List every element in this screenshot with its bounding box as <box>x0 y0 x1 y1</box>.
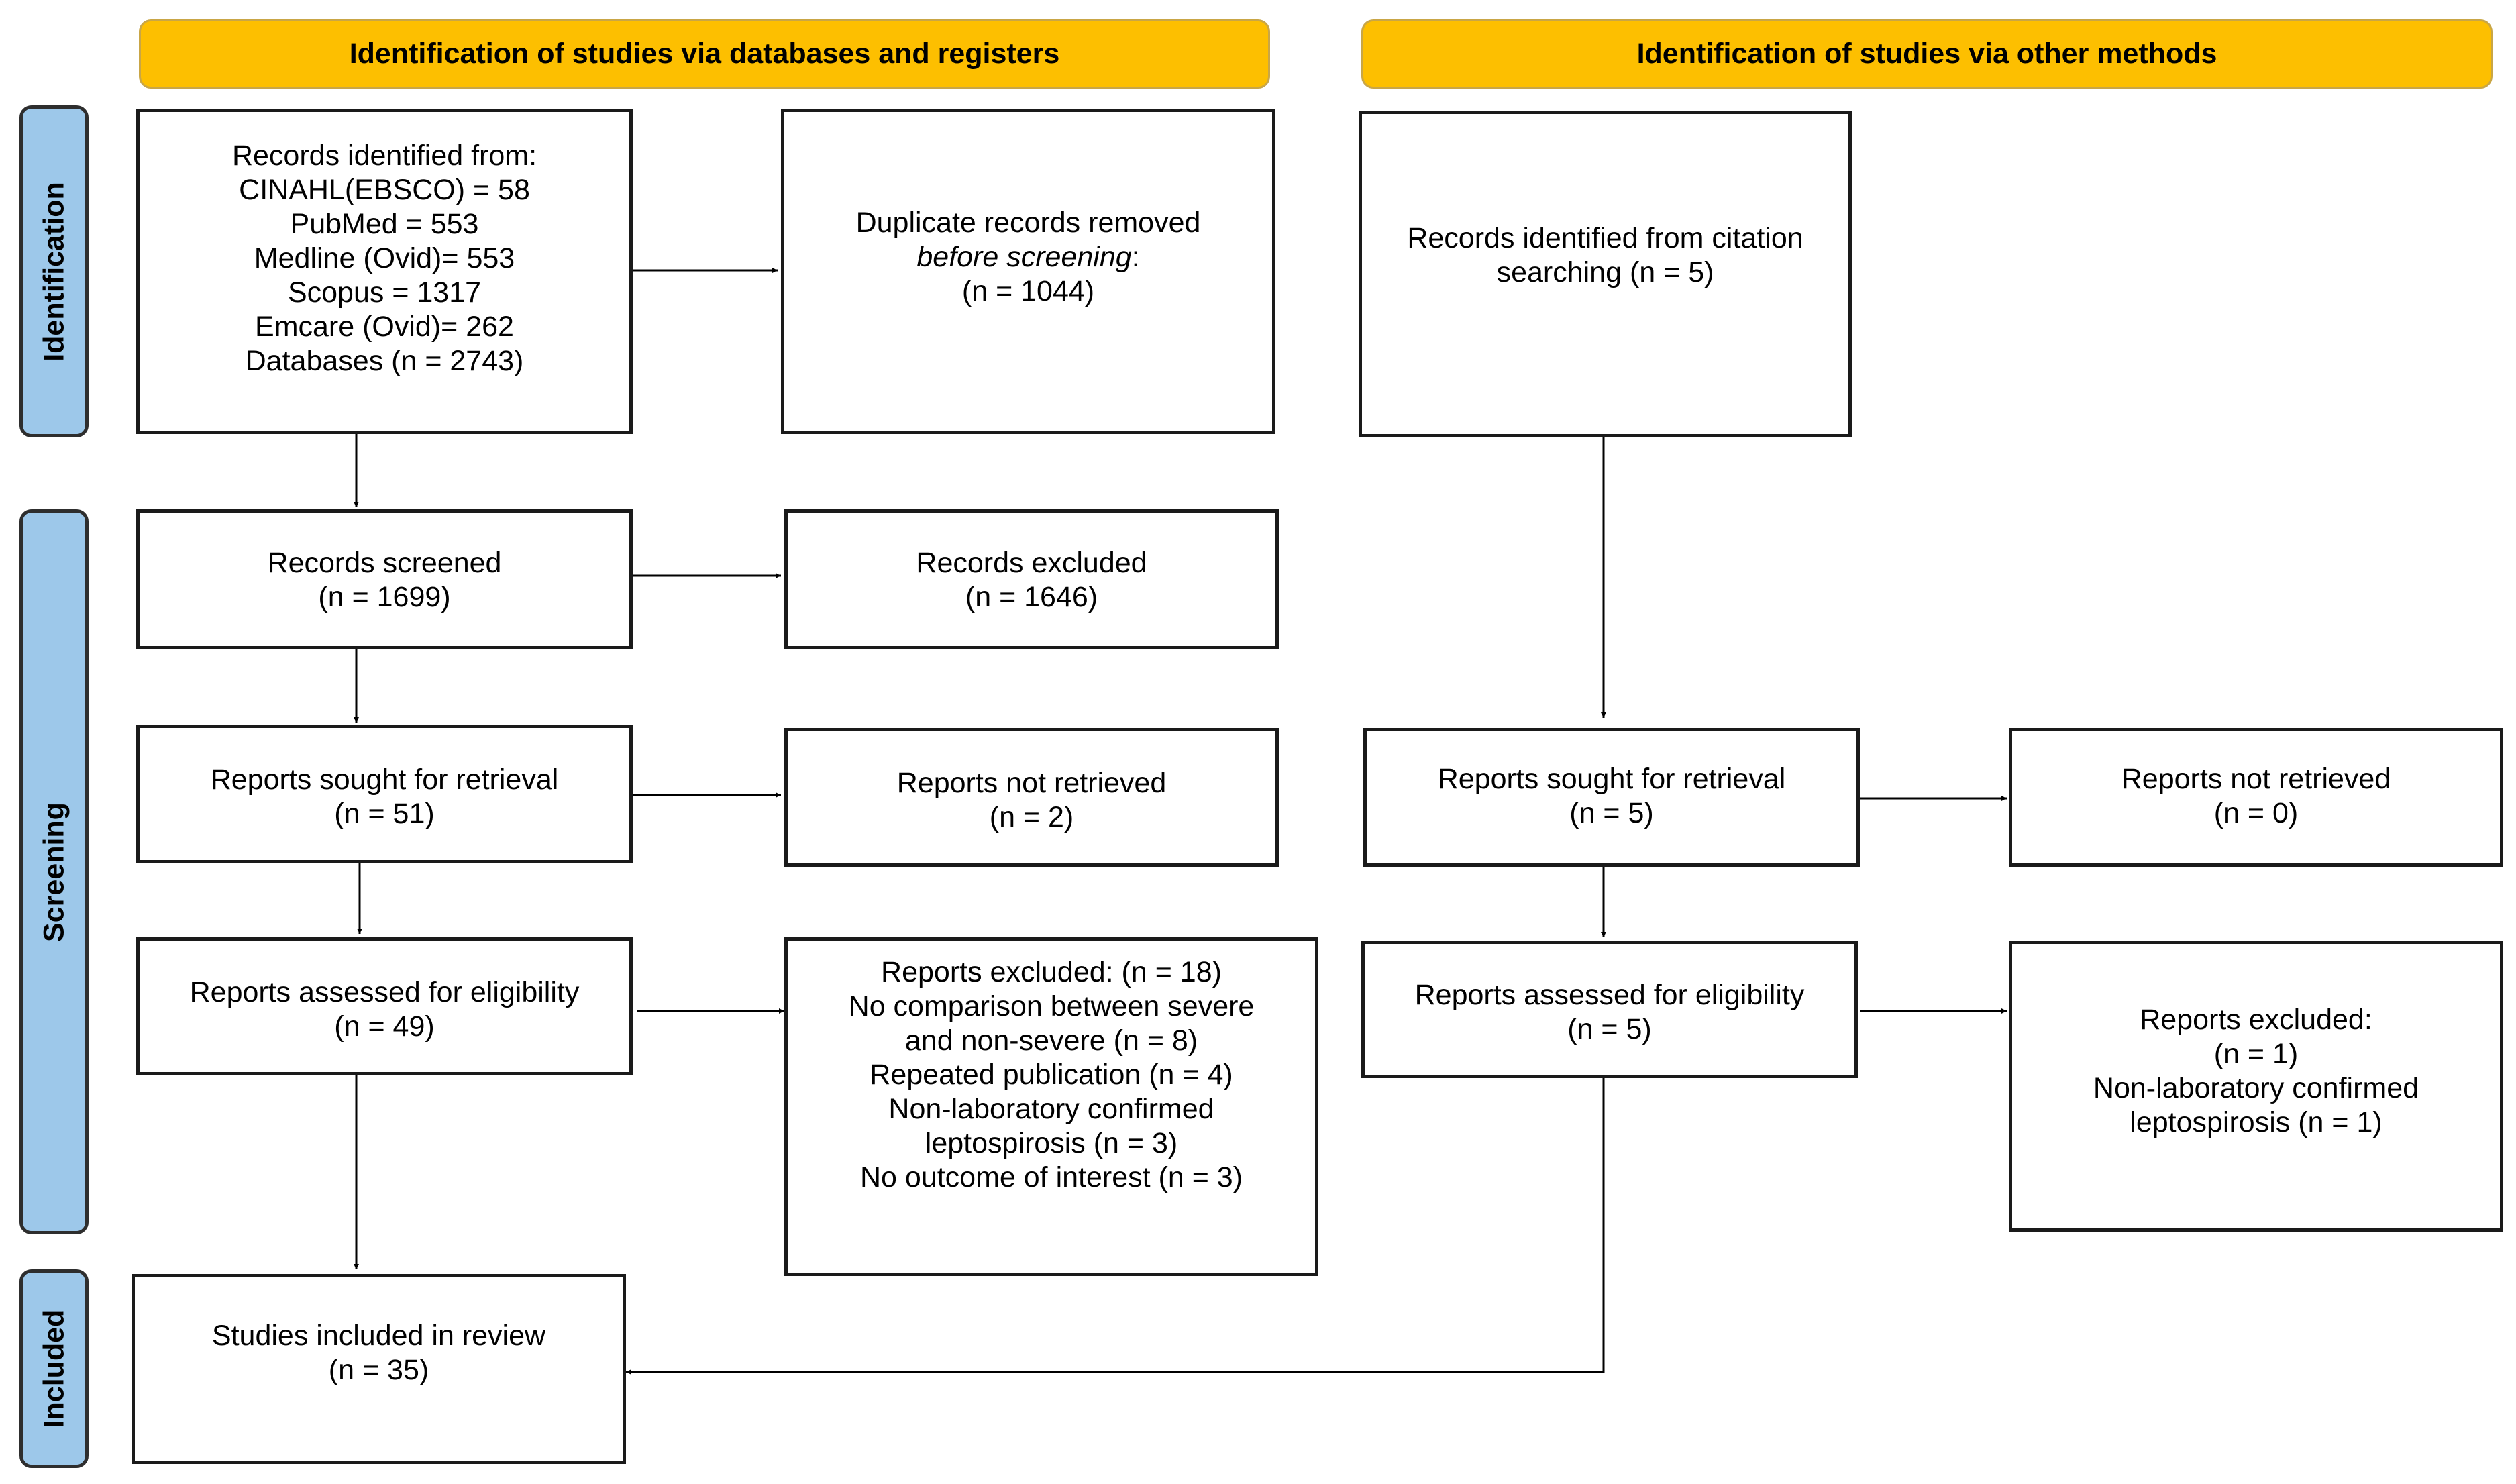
reports-excluded-db-line: Non-laboratory confirmed <box>888 1093 1214 1125</box>
reports-sought-other-line: (n = 5) <box>1569 797 1654 829</box>
studies-included-line: Studies included in review <box>211 1320 546 1352</box>
reports-not-retrieved-db-box: Reports not retrieved (n = 2) <box>784 728 1279 867</box>
phase-screening-label: Screening <box>38 802 70 942</box>
citation-line: searching (n = 5) <box>1496 256 1714 288</box>
studies-included-line: (n = 35) <box>328 1354 429 1386</box>
reports-excluded-other-line: leptospirosis (n = 1) <box>2130 1106 2382 1138</box>
reports-excluded-other-line: Non-laboratory confirmed <box>2093 1072 2419 1104</box>
records-identified-line: PubMed = 553 <box>290 208 479 240</box>
reports-assessed-other-line: Reports assessed for eligibility <box>1414 979 1805 1011</box>
not-retrieved-other-line: (n = 0) <box>2213 797 2299 829</box>
records-identified-line: Scopus = 1317 <box>287 276 482 309</box>
reports-excluded-other-box: Reports excluded: (n = 1) Non-laboratory… <box>2009 941 2503 1232</box>
reports-sought-other-line: Reports sought for retrieval <box>1437 763 1786 795</box>
records-screened-line: Records screened <box>267 547 502 579</box>
phase-identification-label: Identification <box>38 181 70 362</box>
citation-line: Records identified from citation <box>1407 222 1803 254</box>
records-identified-line: Emcare (Ovid)= 262 <box>255 311 514 343</box>
records-screened-line: (n = 1699) <box>318 581 451 613</box>
reports-assessed-db-box: Reports assessed for eligibility (n = 49… <box>136 937 633 1075</box>
reports-excluded-other-line: (n = 1) <box>2213 1038 2299 1070</box>
reports-excluded-other-line: Reports excluded: <box>2140 1004 2372 1036</box>
records-screened-box: Records screened (n = 1699) <box>136 509 633 649</box>
phase-screening: Screening <box>19 509 89 1234</box>
records-excluded-box: Records excluded (n = 1646) <box>784 509 1279 649</box>
not-retrieved-db-line: Reports not retrieved <box>896 767 1167 799</box>
reports-assessed-db-line: (n = 49) <box>334 1010 435 1043</box>
not-retrieved-db-line: (n = 2) <box>989 801 1074 833</box>
reports-excluded-db-line: No comparison between severe <box>848 990 1255 1022</box>
header-databases: Identification of studies via databases … <box>139 19 1270 89</box>
records-identified-box: Records identified from: CINAHL(EBSCO) =… <box>136 109 633 434</box>
duplicates-line: Duplicate records removed <box>855 207 1201 239</box>
records-identified-line: Records identified from: <box>231 140 537 172</box>
duplicates-removed-box: Duplicate records removed before screeni… <box>781 109 1275 434</box>
reports-not-retrieved-other-box: Reports not retrieved (n = 0) <box>2009 728 2503 867</box>
reports-excluded-db-box: Reports excluded: (n = 18) No comparison… <box>784 937 1318 1276</box>
duplicates-line-italic: before screening: <box>916 240 1139 274</box>
reports-sought-db-line: (n = 51) <box>334 798 435 830</box>
records-identified-line: CINAHL(EBSCO) = 58 <box>239 174 530 206</box>
records-excluded-line: (n = 1646) <box>965 581 1098 613</box>
reports-sought-db-line: Reports sought for retrieval <box>210 763 559 796</box>
duplicates-italic-text: before screening <box>916 241 1132 273</box>
reports-sought-db-box: Reports sought for retrieval (n = 51) <box>136 725 633 863</box>
citation-records-box: Records identified from citation searchi… <box>1359 111 1852 437</box>
reports-excluded-db-line: Repeated publication (n = 4) <box>870 1059 1233 1091</box>
reports-sought-other-box: Reports sought for retrieval (n = 5) <box>1363 728 1860 867</box>
reports-excluded-db-line: Reports excluded: (n = 18) <box>881 956 1222 988</box>
reports-excluded-db-line: and non-severe (n = 8) <box>904 1024 1198 1057</box>
reports-excluded-db-line: No outcome of interest (n = 3) <box>859 1161 1243 1194</box>
phase-identification: Identification <box>19 105 89 437</box>
records-excluded-line: Records excluded <box>916 547 1147 579</box>
reports-assessed-other-line: (n = 5) <box>1567 1013 1652 1045</box>
header-other-methods: Identification of studies via other meth… <box>1361 19 2493 89</box>
reports-assessed-db-line: Reports assessed for eligibility <box>189 976 580 1008</box>
phase-included: Included <box>19 1269 89 1468</box>
reports-excluded-db-line: leptospirosis (n = 3) <box>925 1127 1178 1159</box>
phase-included-label: Included <box>38 1309 70 1428</box>
reports-assessed-other-box: Reports assessed for eligibility (n = 5) <box>1361 941 1858 1078</box>
records-identified-line: Databases (n = 2743) <box>245 345 524 377</box>
records-identified-line: Medline (Ovid)= 553 <box>254 242 515 274</box>
duplicates-count: (n = 1044) <box>961 275 1095 307</box>
duplicates-colon: : <box>1131 241 1140 273</box>
arrow-other-assessed-to-included <box>626 1078 1605 1375</box>
not-retrieved-other-line: Reports not retrieved <box>2121 763 2391 795</box>
studies-included-box: Studies included in review (n = 35) <box>132 1274 626 1464</box>
